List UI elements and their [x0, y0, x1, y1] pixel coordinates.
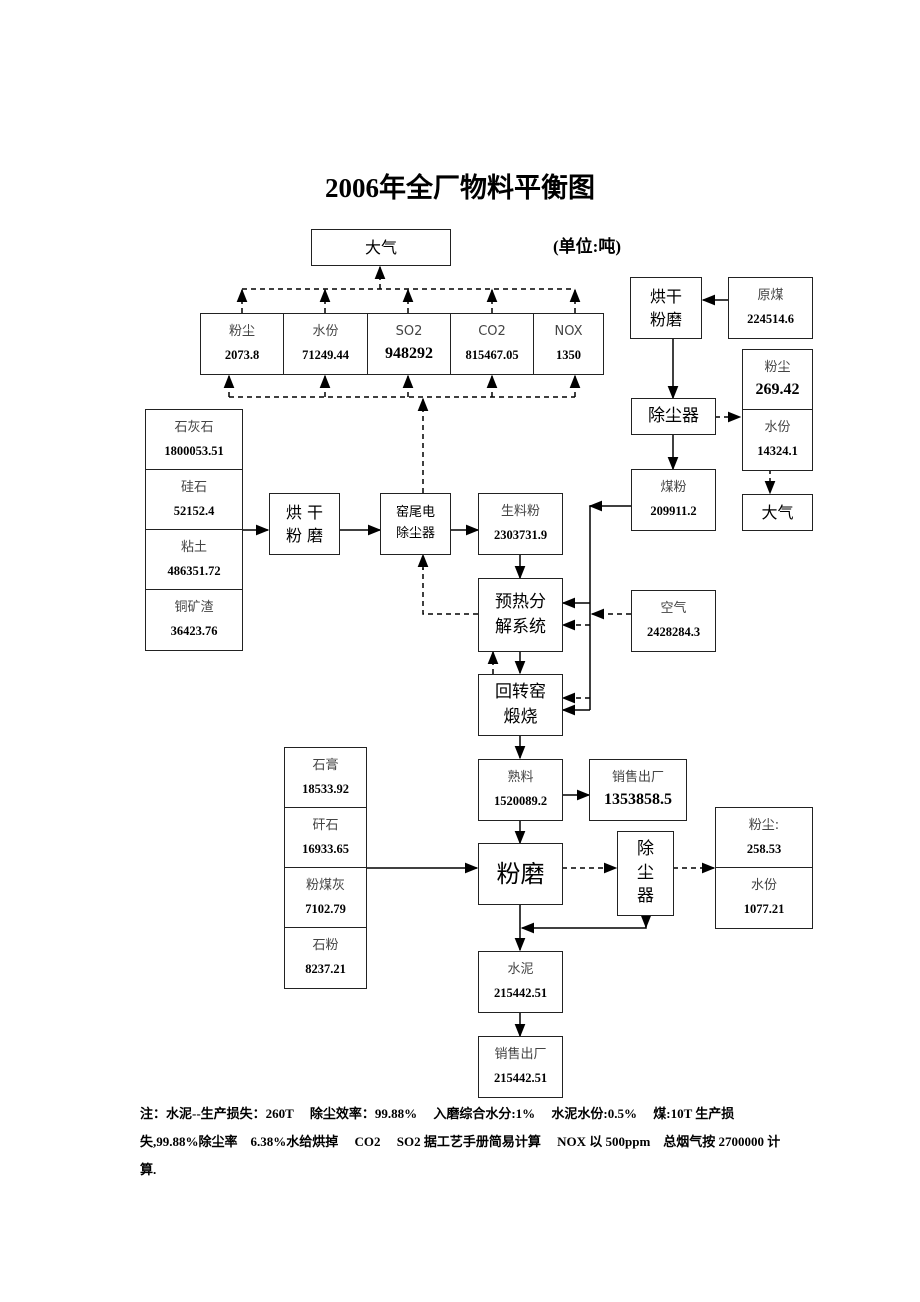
- emission-nox: NOX 1350: [533, 313, 604, 375]
- emissions-to-atmosphere: [236, 265, 581, 313]
- emission-so2: SO2 948292: [367, 313, 451, 375]
- coal-atmosphere-box: 大气: [742, 494, 813, 531]
- rotary-kiln-box: 回转窑煅烧: [478, 674, 563, 736]
- raw-meal-box: 生料粉 2303731.9: [478, 493, 563, 555]
- emission-dust: 粉尘 2073.8: [200, 313, 284, 375]
- cement-box: 水泥 215442.51: [478, 951, 563, 1013]
- additive-gangue-box: 矸石 16933.65: [284, 807, 367, 869]
- cement-sales-box: 销售出厂 215442.51: [478, 1036, 563, 1098]
- cement-dust-collector-box: 除尘器: [617, 831, 674, 916]
- raw-silica-box: 硅石 52152.4: [145, 469, 243, 531]
- raw-limestone-box: 石灰石 1800053.51: [145, 409, 243, 471]
- esp-to-emissions: [223, 374, 581, 493]
- raw-mill-box: 烘 干 粉 磨: [269, 493, 340, 555]
- page-title: 2006年全厂物料平衡图: [325, 173, 595, 203]
- raw-clay-box: 粘土 486351.72: [145, 529, 243, 591]
- coal-moisture-box: 水份 14324.1: [742, 409, 813, 471]
- raw-coal-box: 原煤 224514.6: [728, 277, 813, 339]
- raw-copper-slag-box: 铜矿渣 36423.76: [145, 589, 243, 651]
- additive-flyash-box: 粉煤灰 7102.79: [284, 867, 367, 929]
- footnote: 注：水泥--生产损失：260T 除尘效率：99.88% 入磨综合水分:1% 水泥…: [140, 1106, 781, 1177]
- clinker-box: 熟料 1520089.2: [478, 759, 563, 821]
- preheater-box: 预热分解系统: [478, 578, 563, 652]
- unit-label: (单位:吨): [553, 237, 621, 256]
- atmosphere-box-top: 大气: [311, 229, 451, 266]
- air-box: 空气 2428284.3: [631, 590, 716, 652]
- emission-co2: CO2 815467.05: [450, 313, 534, 375]
- coal-dust-box: 粉尘 269.42: [742, 349, 813, 411]
- cement-dust-box: 粉尘: 258.53: [715, 807, 813, 869]
- additive-gypsum-box: 石膏 18533.92: [284, 747, 367, 809]
- coal-powder-box: 煤粉 209911.2: [631, 469, 716, 531]
- clinker-sales-box: 销售出厂 1353858.5: [589, 759, 687, 821]
- additive-stone-powder-box: 石粉 8237.21: [284, 927, 367, 989]
- coal-dust-collector-box: 除尘器: [631, 398, 716, 435]
- kiln-tail-esp-box: 窑尾电除尘器: [380, 493, 451, 555]
- atmosphere-label: 大气: [364, 237, 397, 257]
- coal-mill-box: 烘干粉磨: [630, 277, 702, 339]
- cement-mill-box: 粉磨: [478, 843, 563, 905]
- emission-moisture: 水份 71249.44: [283, 313, 368, 375]
- cement-moisture-box: 水份 1077.21: [715, 867, 813, 929]
